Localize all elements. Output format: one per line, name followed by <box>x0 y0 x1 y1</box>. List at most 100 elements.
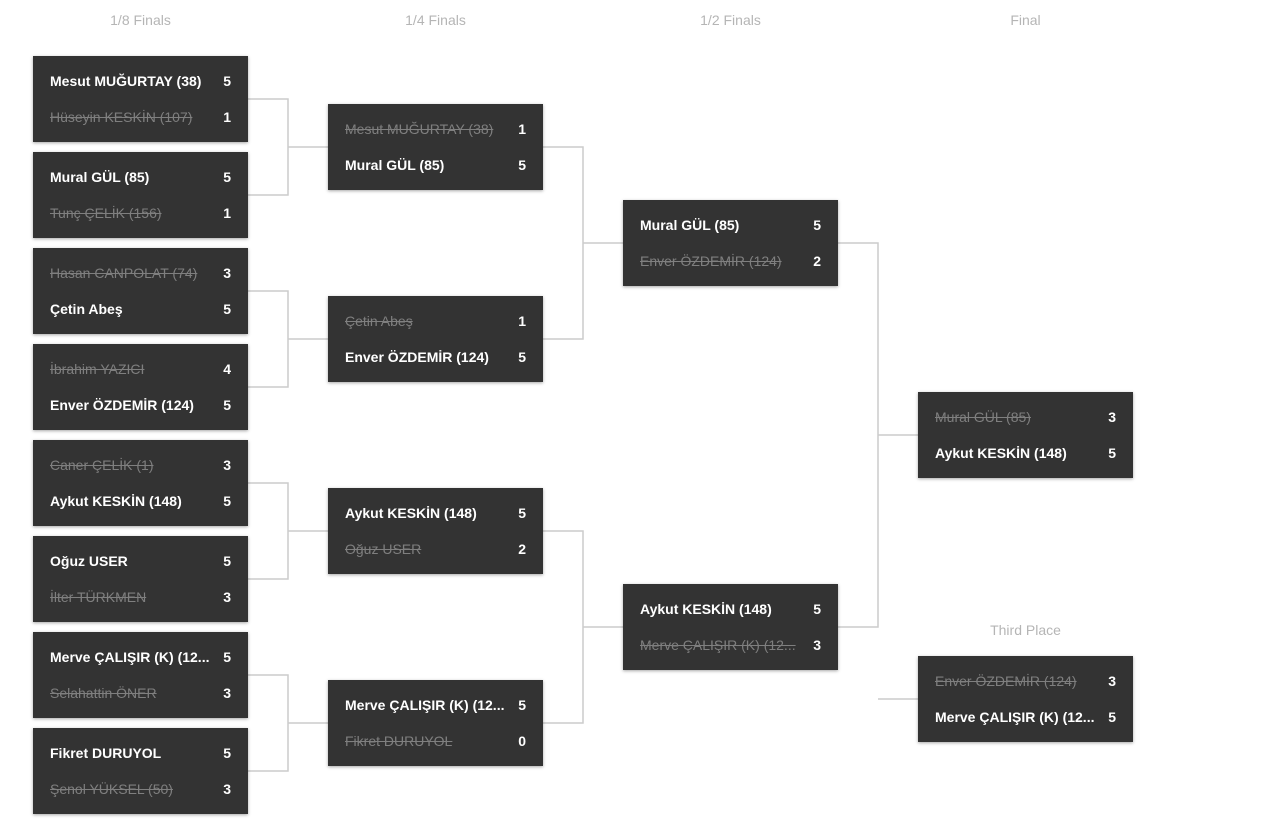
player-1: Caner ÇELİK (1)3 <box>50 454 248 476</box>
match-r16-2[interactable]: Mural GÜL (85) 5 Tunç ÇELİK (156)1 <box>33 152 248 238</box>
player-name: Mural GÜL (85) <box>640 217 740 233</box>
player-name: Çetin Abeş <box>50 301 123 317</box>
connector-qf-sf-2 <box>543 530 623 724</box>
player-name: Oğuz USER <box>345 541 422 557</box>
player-1: İbrahim YAZICI 4 <box>50 358 248 380</box>
player-name: Merve ÇALIŞIR (K) (12... <box>345 697 505 713</box>
connector-qf-sf-1 <box>543 146 623 340</box>
player-1: Enver ÖZDEMİR (124) 3 <box>935 670 1133 692</box>
match-r16-1[interactable]: Mesut MUĞURTAY (38)5 Hüseyin KESKİN (107… <box>33 56 248 142</box>
match-r16-3[interactable]: Hasan CANPOLAT (74) 3 Çetin Abeş 5 <box>33 248 248 334</box>
player-name: Merve ÇALIŞIR (K) (12... <box>935 709 1095 725</box>
player-score: 5 <box>223 493 231 509</box>
player-1: Merve ÇALIŞIR (K) (12... 5 <box>50 646 248 668</box>
player-2: Hüseyin KESKİN (107) 1 <box>50 106 248 128</box>
player-score: 3 <box>223 589 231 605</box>
player-score: 2 <box>518 541 526 557</box>
match-third-place[interactable]: Enver ÖZDEMİR (124) 3 Merve ÇALIŞIR (K) (… <box>918 656 1133 742</box>
player-name: İbrahim YAZICI <box>50 361 145 377</box>
player-name: Enver ÖZDEMİR (124) <box>935 673 1077 689</box>
connector-sf-final <box>838 242 918 628</box>
player-1: Mural GÜL (85) 5 <box>640 214 838 236</box>
player-score: 1 <box>518 121 526 137</box>
player-2: Enver ÖZDEMİR (124)2 <box>640 250 838 272</box>
player-2: Tunç ÇELİK (156)1 <box>50 202 248 224</box>
player-1: Mural GÜL (85) 5 <box>50 166 248 188</box>
player-score: 5 <box>1108 445 1116 461</box>
player-score: 5 <box>223 649 231 665</box>
player-name: Merve ÇALIŞIR (K) (12... <box>640 637 796 653</box>
player-name: Mesut MUĞURTAY (38) <box>345 121 494 137</box>
player-score: 3 <box>223 265 231 281</box>
player-name: Fikret DURUYOL <box>345 733 453 749</box>
match-r16-4[interactable]: İbrahim YAZICI 4 Enver ÖZDEMİR (124)5 <box>33 344 248 430</box>
round-title-sf: 1/2 Finals <box>700 12 761 28</box>
player-score: 5 <box>518 157 526 173</box>
connector-r16-qf-4 <box>248 674 328 772</box>
match-qf-2[interactable]: Çetin Abeş 1 Enver ÖZDEMİR (124) 5 <box>328 296 543 382</box>
match-qf-3[interactable]: Aykut KESKİN (148)5 Oğuz USER 2 <box>328 488 543 574</box>
match-r16-5[interactable]: Caner ÇELİK (1)3 Aykut KESKİN (148) 5 <box>33 440 248 526</box>
player-score: 2 <box>813 253 821 269</box>
player-name: Tunç ÇELİK (156) <box>50 205 162 221</box>
player-name: Aykut KESKİN (148) <box>640 601 772 617</box>
player-score: 5 <box>223 73 231 89</box>
match-sf-2[interactable]: Aykut KESKİN (148)5 Merve ÇALIŞIR (K) (1… <box>623 584 838 670</box>
match-qf-1[interactable]: Mesut MUĞURTAY (38) 1 Mural GÜL (85)5 <box>328 104 543 190</box>
player-score: 1 <box>518 313 526 329</box>
round-title-final: Final <box>1010 12 1041 28</box>
player-2: Çetin Abeş 5 <box>50 298 248 320</box>
player-2: Aykut KESKİN (148) 5 <box>935 442 1133 464</box>
player-2: İlter TÜRKMEN 3 <box>50 586 248 608</box>
player-name: Selahattin ÖNER <box>50 685 157 701</box>
player-1: Merve ÇALIŞIR (K) (12...5 <box>345 694 543 716</box>
round-title-third: Third Place <box>990 622 1061 638</box>
player-score: 5 <box>223 745 231 761</box>
player-2: Merve ÇALIŞIR (K) (12... 5 <box>935 706 1133 728</box>
match-final[interactable]: Mural GÜL (85)3 Aykut KESKİN (148) 5 <box>918 392 1133 478</box>
player-score: 5 <box>223 553 231 569</box>
player-score: 5 <box>223 169 231 185</box>
player-score: 5 <box>223 397 231 413</box>
player-score: 5 <box>518 349 526 365</box>
player-1: Mural GÜL (85)3 <box>935 406 1133 428</box>
player-score: 5 <box>1108 709 1116 725</box>
player-name: Merve ÇALIŞIR (K) (12... <box>50 649 210 665</box>
connector-r16-qf-1 <box>248 98 328 196</box>
player-2: Mural GÜL (85)5 <box>345 154 543 176</box>
round-title-qf: 1/4 Finals <box>405 12 466 28</box>
match-sf-1[interactable]: Mural GÜL (85) 5 Enver ÖZDEMİR (124)2 <box>623 200 838 286</box>
player-name: Aykut KESKİN (148) <box>935 445 1067 461</box>
player-name: Hüseyin KESKİN (107) <box>50 109 193 125</box>
player-score: 5 <box>223 301 231 317</box>
player-score: 1 <box>223 109 231 125</box>
player-2: Enver ÖZDEMİR (124)5 <box>50 394 248 416</box>
player-score: 5 <box>518 505 526 521</box>
player-name: Aykut KESKİN (148) <box>50 493 182 509</box>
match-qf-4[interactable]: Merve ÇALIŞIR (K) (12...5 Fikret DURUYOL… <box>328 680 543 766</box>
player-score: 3 <box>1108 409 1116 425</box>
player-2: Oğuz USER 2 <box>345 538 543 560</box>
player-name: Mural GÜL (85) <box>50 169 150 185</box>
match-r16-6[interactable]: Oğuz USER 5 İlter TÜRKMEN 3 <box>33 536 248 622</box>
player-1: Oğuz USER 5 <box>50 550 248 572</box>
player-score: 3 <box>813 637 821 653</box>
player-score: 4 <box>223 361 231 377</box>
player-name: Hasan CANPOLAT (74) <box>50 265 198 281</box>
player-name: Enver ÖZDEMİR (124) <box>345 349 489 365</box>
match-r16-7[interactable]: Merve ÇALIŞIR (K) (12... 5 Selahattin ÖNE… <box>33 632 248 718</box>
player-1: Çetin Abeş 1 <box>345 310 543 332</box>
player-name: Oğuz USER <box>50 553 128 569</box>
player-score: 3 <box>1108 673 1116 689</box>
player-1: Aykut KESKİN (148)5 <box>345 502 543 524</box>
player-name: Şenol YÜKSEL (50) <box>50 781 173 797</box>
player-score: 0 <box>518 733 526 749</box>
player-name: İlter TÜRKMEN <box>50 589 147 605</box>
player-2: Aykut KESKİN (148) 5 <box>50 490 248 512</box>
player-score: 5 <box>813 217 821 233</box>
player-name: Çetin Abeş <box>345 313 413 329</box>
